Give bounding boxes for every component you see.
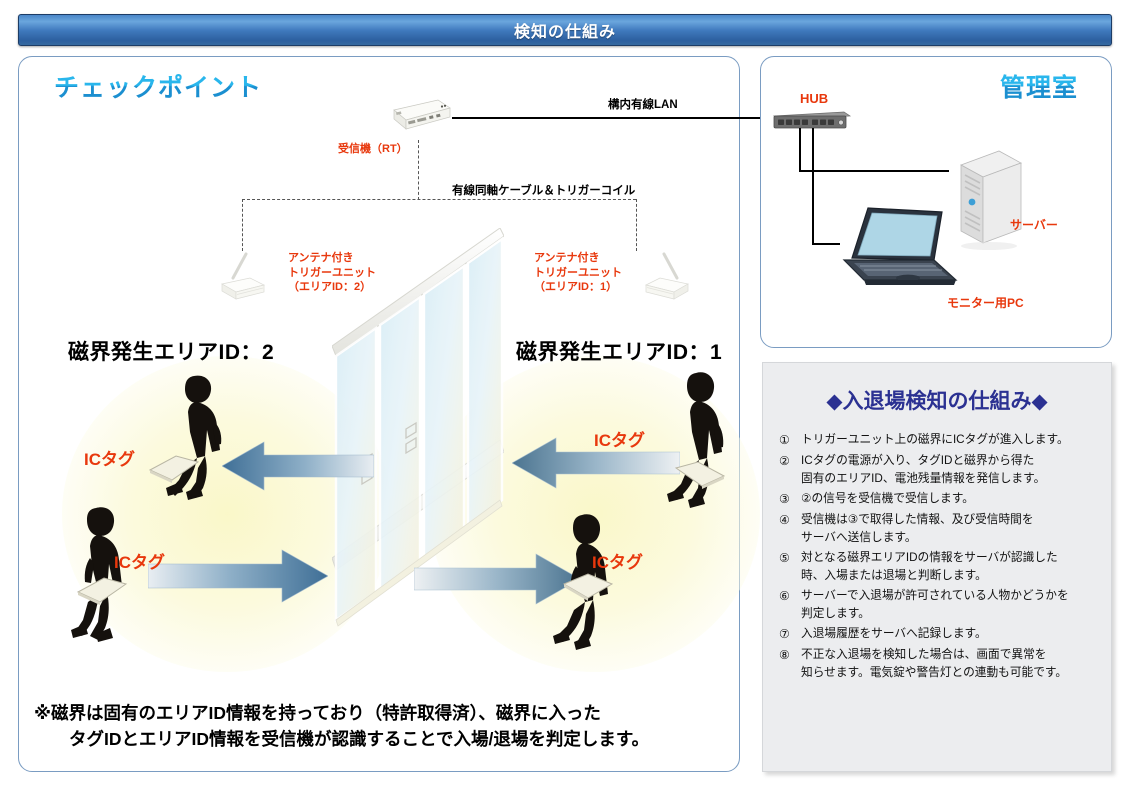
ic-tag-card-lower-left	[74, 574, 130, 613]
lan-cable-line	[452, 117, 780, 119]
area-heading-left: 磁界発生エリアID：2	[68, 341, 275, 364]
coax-dashed-right-branch	[636, 199, 637, 251]
coax-cable-label: 有線同軸ケーブル＆トリガーコイル	[452, 185, 636, 197]
ic-tag-label-lower-right: ICタグ	[592, 553, 643, 572]
glass-sliding-door	[331, 227, 505, 676]
server-label: サーバー	[1010, 218, 1058, 232]
lan-label: 構内有線LAN	[608, 99, 678, 111]
step-number: ⑦	[779, 627, 790, 642]
step-number: ②	[779, 454, 790, 468]
step-number: ⑧	[779, 648, 790, 663]
receiver-label: 受信機（RT）	[338, 143, 408, 155]
coax-dashed-bus	[242, 199, 636, 200]
ic-tag-label-upper-left: ICタグ	[84, 450, 135, 469]
ic-tag-card-lower-right	[560, 570, 616, 609]
step-text: サーバーで入退場が許可されている人物かどうかを 判定します。	[801, 589, 1069, 620]
management-room-title: 管理室	[1000, 68, 1078, 104]
coax-dashed-left-branch	[242, 199, 243, 251]
checkpoint-title: チェックポイント	[54, 68, 262, 104]
receiver-device-icon	[386, 96, 452, 142]
ic-tag-label-lower-left: ICタグ	[114, 553, 165, 572]
trigger-unit-right-label: アンテナ付き トリガーユニット （エリアID：1）	[534, 252, 622, 294]
step-item: ⑦ 入退場履歴をサーバへ記録します。	[779, 625, 1097, 643]
arrow-exit-right	[413, 550, 581, 613]
step-number: ①	[779, 433, 790, 447]
management-room-panel	[760, 56, 1112, 348]
step-text: 入退場履歴をサーバへ記録します。	[801, 627, 987, 641]
step-item: ⑧ 不正な入退場を検知した場合は、画面で異常を 知らせます。電気錠や警告灯との連動…	[779, 646, 1097, 681]
ic-tag-card-upper-right	[672, 458, 728, 497]
step-number: ④	[779, 513, 790, 528]
person-silhouette-lower-right	[540, 510, 636, 655]
trigger-unit-left-label: アンテナ付き トリガーユニット （エリアID：2）	[288, 252, 376, 294]
hub-to-server-vertical	[799, 128, 801, 171]
step-item: ① トリガーユニット上の磁界にICタグが進入します。	[779, 431, 1097, 449]
hub-to-pc-horizontal	[812, 243, 840, 245]
area-heading-right: 磁界発生エリアID：1	[516, 341, 723, 364]
steps-panel-title: ◆入退場検知の仕組み◆	[826, 390, 1048, 413]
step-item: ⑤ 対となる磁界エリアIDの情報をサーバが認識した 時、入場または退場と判断します…	[779, 549, 1097, 584]
arrow-entry-left	[147, 546, 329, 611]
footer-note: ※磁界は固有のエリアID情報を持っており（特許取得済）、磁界に入った タグIDと…	[34, 703, 650, 750]
ic-tag-card-upper-left	[146, 452, 202, 491]
step-text: 受信機は③で取得した情報、及び受信時間を サーバへ送信します。	[801, 513, 1034, 544]
coax-dashed-drop	[418, 140, 419, 200]
person-silhouette-lower-left	[58, 502, 154, 649]
step-text: ②の信号を受信機で受信します。	[801, 492, 974, 506]
server-tower-icon	[955, 145, 1027, 256]
person-silhouette-upper-left	[150, 372, 246, 507]
step-number: ⑥	[779, 589, 790, 604]
step-item: ② ICタグの電源が入り、タグIDと磁界から得た 固有のエリアID、電池残量情報を…	[779, 452, 1097, 487]
hub-to-pc-vertical	[812, 128, 814, 244]
step-item: ③ ②の信号を受信機で受信します。	[779, 490, 1097, 508]
hub-switch-icon	[770, 108, 852, 139]
step-number: ③	[779, 492, 790, 507]
steps-list: ① トリガーユニット上の磁界にICタグが進入します。 ② ICタグの電源が入り、タグ…	[763, 431, 1111, 681]
step-text: ICタグの電源が入り、タグIDと磁界から得た 固有のエリアID、電池残量情報を発…	[801, 454, 1046, 485]
step-item: ④ 受信機は③で取得した情報、及び受信時間を サーバへ送信します。	[779, 511, 1097, 546]
step-number: ⑤	[779, 551, 790, 566]
step-item: ⑥ サーバーで入退場が許可されている人物かどうかを 判定します。	[779, 587, 1097, 622]
laptop-pc-icon	[838, 202, 960, 303]
hub-label: HUB	[800, 91, 829, 106]
trigger-unit-right-icon	[636, 248, 694, 306]
step-text: 不正な入退場を検知した場合は、画面で異常を 知らせます。電気錠や警告灯との連動も…	[801, 648, 1068, 679]
ic-tag-label-upper-right: ICタグ	[594, 431, 645, 450]
pc-label: モニター用PC	[947, 296, 1024, 310]
page-title: 検知の仕組み	[513, 24, 616, 41]
hub-to-server-horizontal	[799, 170, 949, 172]
step-text: 対となる磁界エリアIDの情報をサーバが認識した 時、入場または退場と判断します。	[801, 551, 1058, 582]
step-text: トリガーユニット上の磁界にICタグが進入します。	[801, 433, 1069, 446]
trigger-unit-left-icon	[216, 248, 274, 306]
window-title-bar: 検知の仕組み	[18, 14, 1112, 46]
